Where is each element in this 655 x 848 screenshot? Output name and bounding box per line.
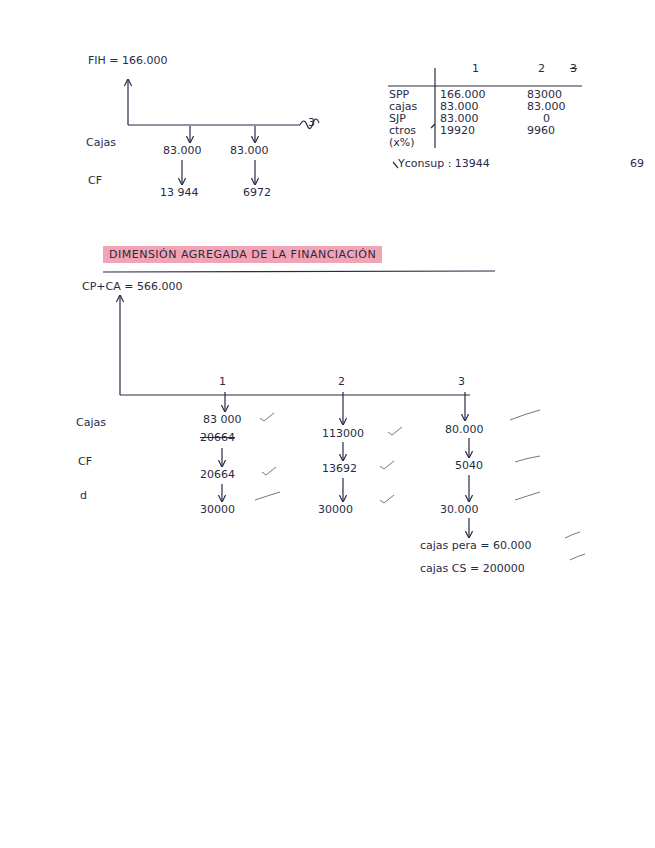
sketch-label: CP+CA = 566.000 <box>82 281 182 293</box>
sketch-label: 30000 <box>200 504 235 516</box>
sketch-label: 20664 <box>200 469 235 481</box>
sketch-label: 30.000 <box>440 504 479 516</box>
heading: FIH = 166.000 <box>88 55 168 67</box>
sketch-label: 83.000 <box>440 113 479 125</box>
sketch-label: 83.000 <box>527 101 566 113</box>
sketch-label: Yconsup : 13944 <box>398 158 490 170</box>
sketch-label: cajas pera = 60.000 <box>420 540 532 552</box>
sketch-label: 1 <box>219 376 226 388</box>
sketch-label: Cajas <box>76 417 106 429</box>
sketch-label: 166.000 <box>440 89 486 101</box>
sketch-label: 9960 <box>527 125 555 137</box>
sketch-label: 2 <box>338 376 345 388</box>
sketch-label: 83000 <box>527 89 562 101</box>
sketch-label: SJP <box>389 113 406 125</box>
sketch-label: 3 <box>570 63 577 75</box>
sketch-label: 2 <box>538 63 545 75</box>
cash-value: 6972 <box>243 187 271 199</box>
sketch-label: ctros <box>389 125 416 137</box>
sketch-label: 1 <box>472 63 479 75</box>
sketch-label: cajas CS = 200000 <box>420 563 525 575</box>
sketch-label: 69 <box>630 158 644 170</box>
sketch-label: 0 <box>543 113 550 125</box>
sketch-label: SPP <box>389 89 409 101</box>
cash-value: 13 944 <box>160 187 199 199</box>
sketch-label: CF <box>78 456 92 468</box>
sketch-label: 80.000 <box>445 424 484 436</box>
axis-label: CF <box>88 175 102 187</box>
sketch-label: (x%) <box>389 137 415 149</box>
sketch-label: 19920 <box>440 125 475 137</box>
sketch-label: 30000 <box>318 504 353 516</box>
sketch-label: d <box>80 490 87 502</box>
sketch-label: 83 000 <box>203 414 242 426</box>
sketch-label: 13692 <box>322 463 357 475</box>
sketch-label: 83.000 <box>440 101 479 113</box>
sketch-label: cajas <box>389 101 417 113</box>
period-number: 3 <box>308 117 315 129</box>
sketch-label: 3 <box>458 376 465 388</box>
sketch-label: 113000 <box>322 428 364 440</box>
section-heading: DIMENSIÓN AGREGADA DE LA FINANCIACIÓN <box>103 246 382 263</box>
axis-label: Cajas <box>86 137 116 149</box>
cash-value: 83.000 <box>230 145 269 157</box>
sketch-label: 20664 <box>200 432 235 444</box>
sketch-label: 5040 <box>455 460 483 472</box>
cash-value: 83.000 <box>163 145 202 157</box>
